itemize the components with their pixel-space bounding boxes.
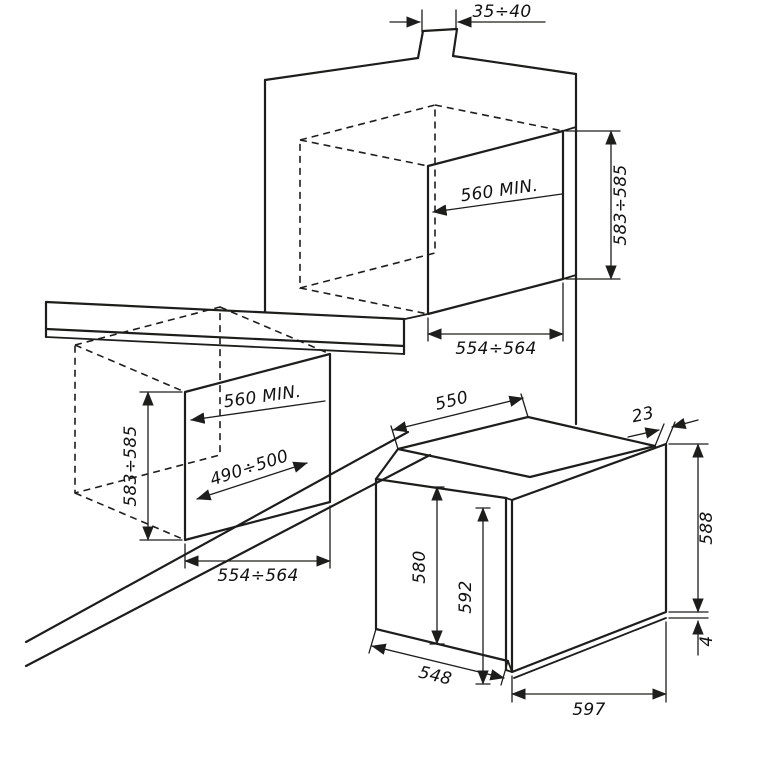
base-niche — [74, 306, 332, 542]
wall-niche-width-dimension: 554÷564 — [427, 282, 564, 359]
oven-front-width-dimension: 597 — [511, 621, 667, 720]
dim-label-base-niche-height: 583÷585 — [121, 425, 141, 506]
dim-label-wall-niche-height: 583÷585 — [611, 164, 631, 245]
dim-label-vent-gap: 35÷40 — [472, 2, 531, 22]
tall-cabinet — [263, 27, 578, 426]
worktop — [44, 300, 406, 356]
dim-label-base-niche-width: 554÷564 — [217, 566, 298, 586]
oven-side-height-dimension: 588 — [668, 443, 717, 613]
base-niche-width-dimension: 554÷564 — [184, 505, 331, 586]
vent-gap-dimension: 35÷40 — [389, 2, 546, 33]
dim-label-oven-bottom-gap: 4 — [697, 635, 717, 646]
oven-bottom-gap-dimension: 4 — [668, 617, 717, 656]
dim-label-oven-body-height: 580 — [410, 550, 430, 583]
wall-niche — [299, 104, 577, 320]
dim-label-oven-side-height: 588 — [697, 511, 717, 544]
dim-label-oven-overhang: 23 — [630, 403, 656, 427]
oven-overhang-dimension: 23 — [627, 403, 699, 447]
oven-front-height-dimension: 592 — [456, 507, 491, 685]
wall-niche-height-dimension: 583÷585 — [565, 130, 631, 280]
base-niche-height-dimension: 583÷585 — [121, 391, 183, 541]
dim-label-wall-niche-width: 554÷564 — [455, 339, 536, 359]
oven-body-height-dimension: 580 — [410, 486, 445, 645]
dim-label-oven-front-height: 592 — [456, 580, 476, 613]
dim-label-oven-front-width: 597 — [572, 700, 605, 720]
